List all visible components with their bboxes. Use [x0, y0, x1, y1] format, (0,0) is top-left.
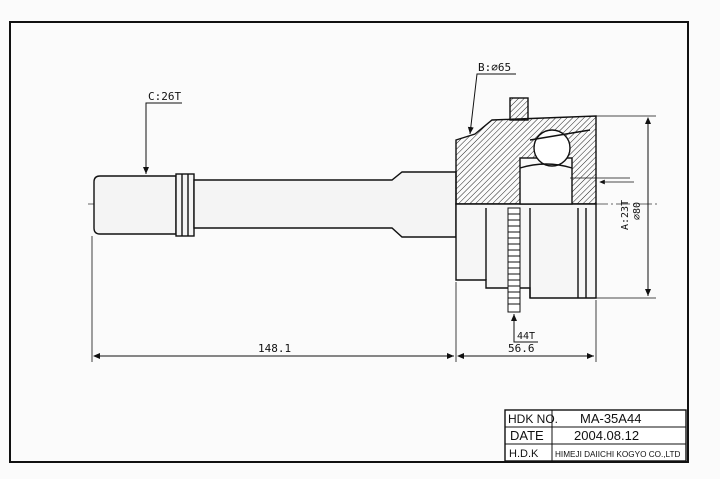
callout-spline-c: C:26T [143, 90, 182, 174]
abs-tone-ring [507, 207, 521, 313]
outer-diameter-label: ⌀80 [632, 202, 643, 220]
part-no-label: HDK NO. [508, 412, 558, 426]
callout-spline-a: A:23T ⌀80 [570, 115, 656, 299]
housing-length-dimension: 56.6 [508, 342, 535, 355]
shaft-length-dimension: 148.1 [258, 342, 291, 355]
dimension-lines [91, 236, 597, 362]
callout-c-label: C:26T [148, 90, 181, 103]
title-block [504, 409, 687, 462]
date-label: DATE [510, 428, 544, 443]
part-no-value: MA-35A44 [580, 411, 641, 426]
date-value: 2004.08.12 [574, 428, 639, 443]
callout-a-label: A:23T [620, 200, 631, 230]
drive-shaft [93, 171, 457, 238]
callout-abs-ring: 44T [511, 314, 538, 343]
callout-b-label: B:⌀65 [478, 61, 511, 74]
callout-bell-b: B:⌀65 [467, 61, 516, 135]
maker-value: HIMEJI DAIICHI KOGYO CO.,LTD [555, 450, 680, 459]
drawing-border [9, 21, 689, 463]
cv-joint-housing [455, 97, 597, 299]
abs-ring-label: 44T [517, 331, 535, 342]
maker-label: H.D.K [509, 448, 539, 460]
